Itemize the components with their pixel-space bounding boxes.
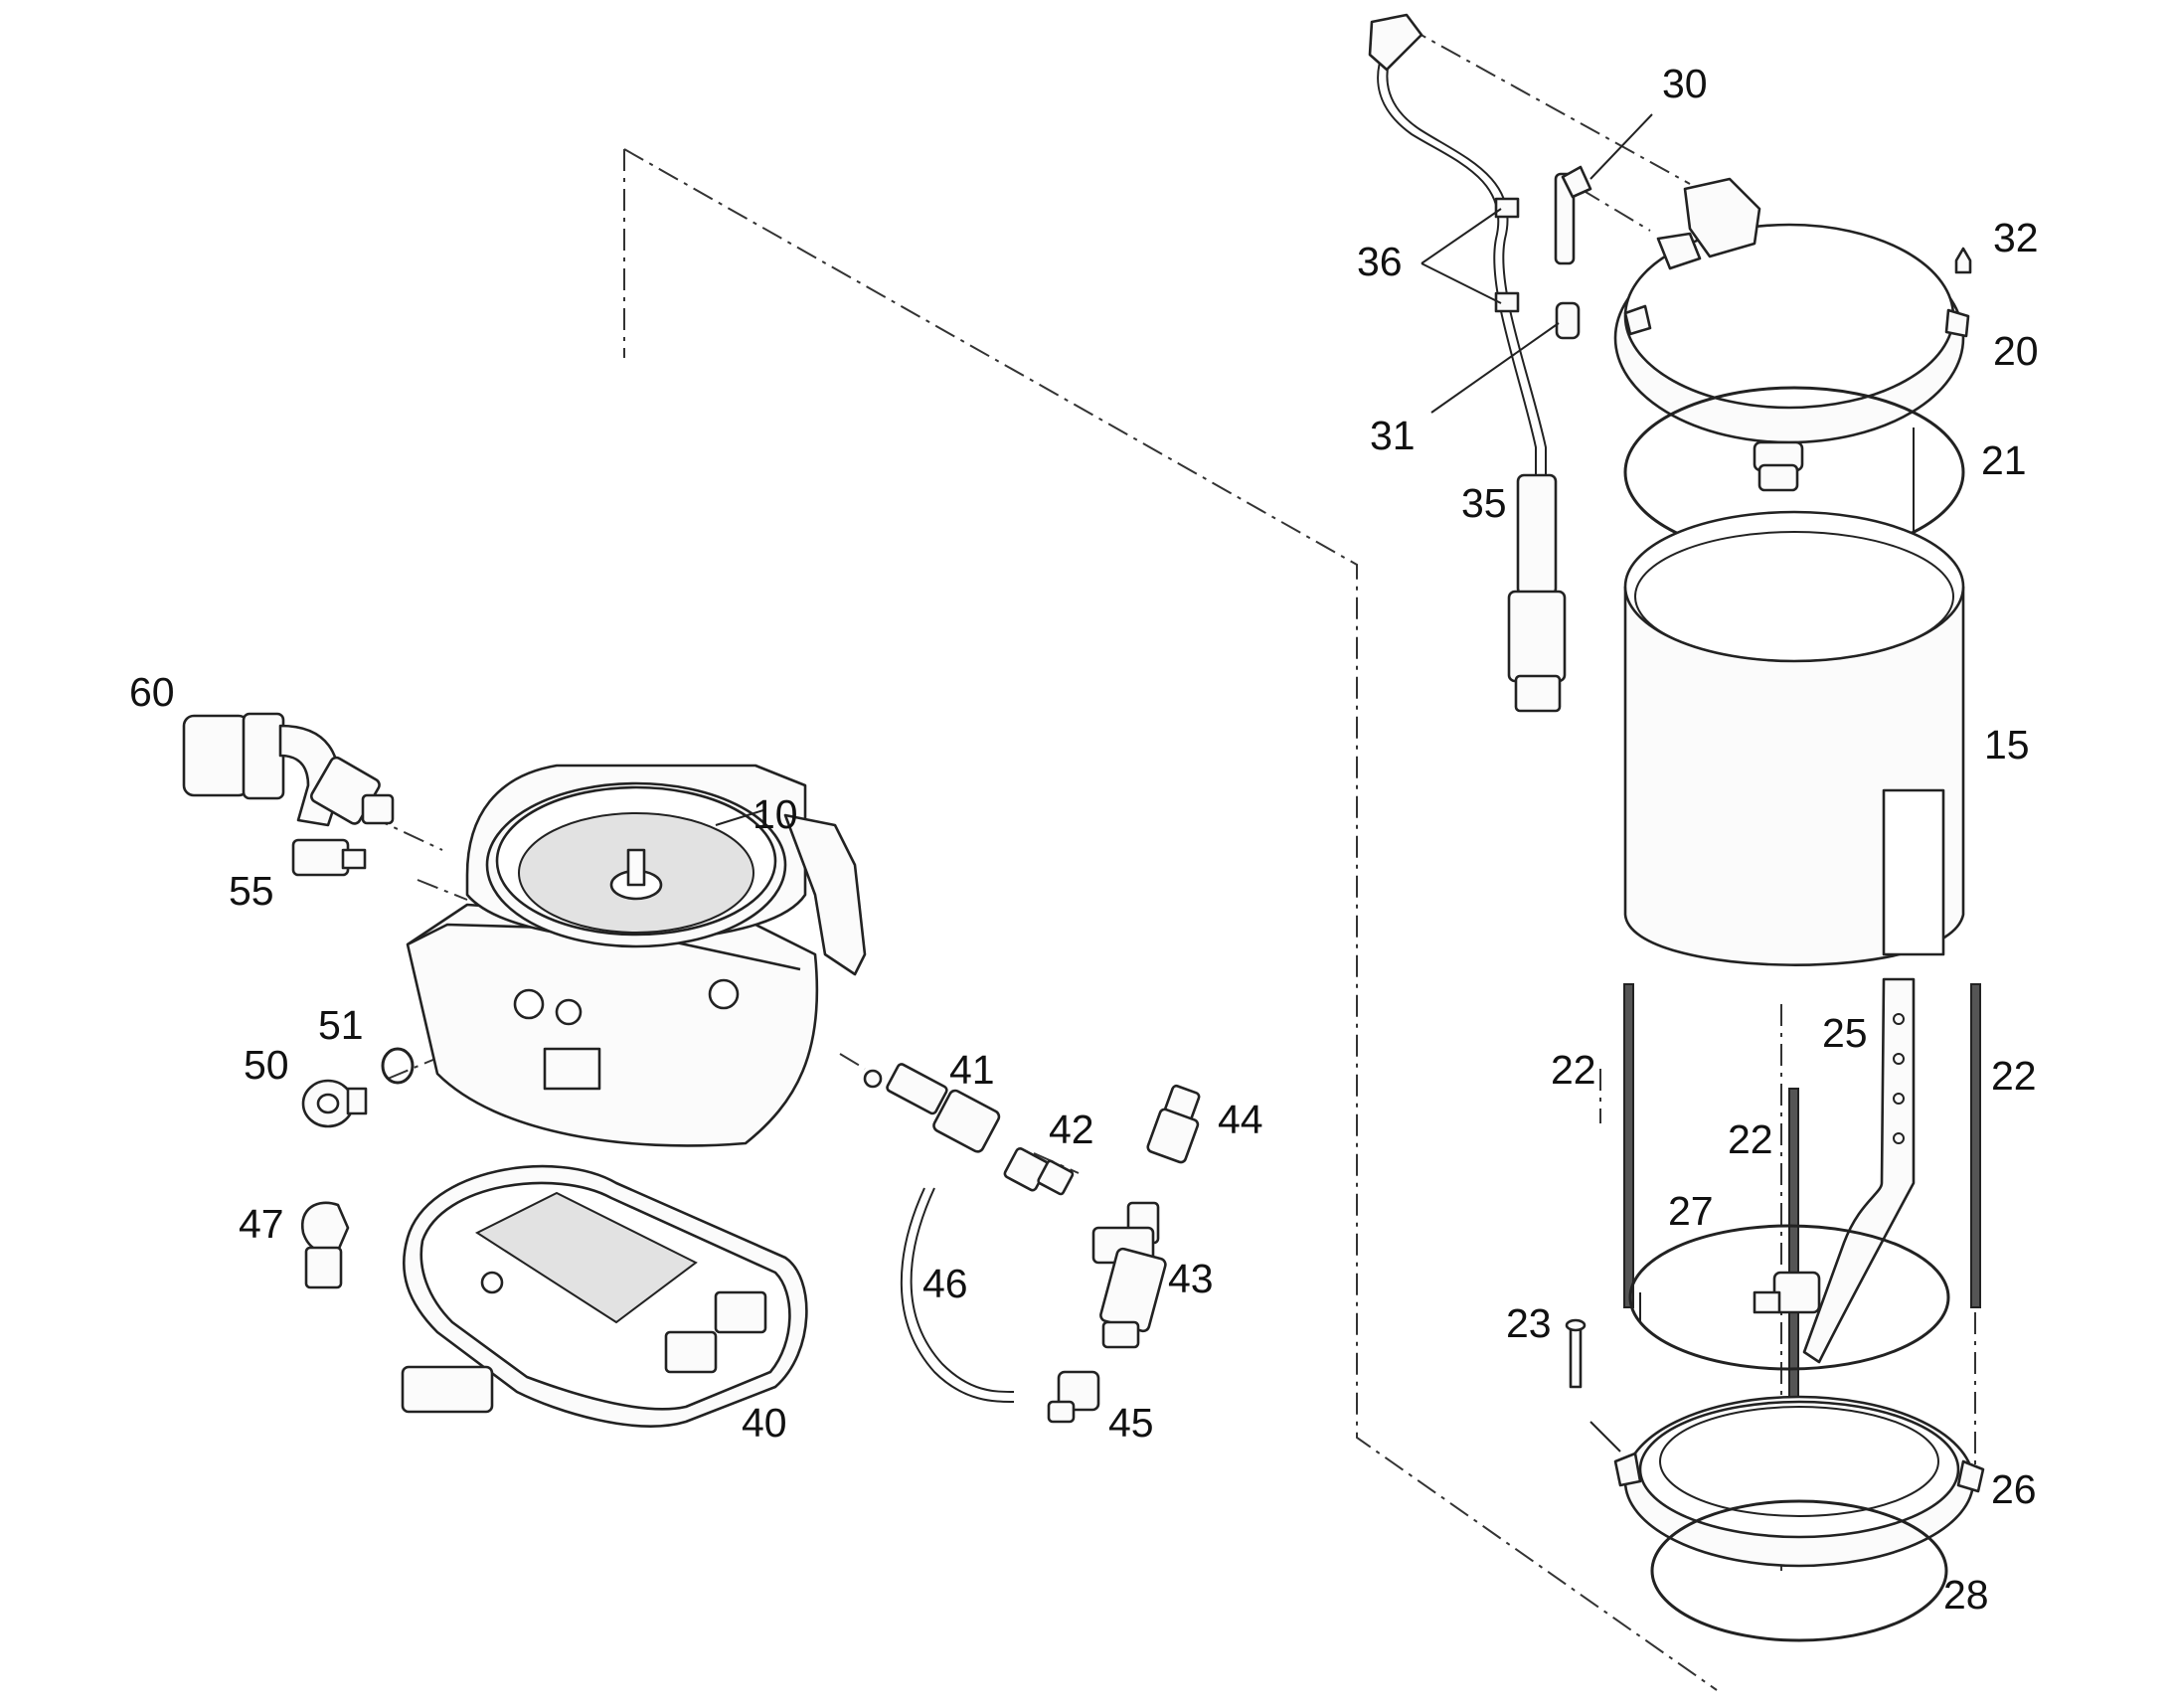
- label-28: 28: [1943, 1572, 1989, 1618]
- fitting-45: [1047, 1370, 1100, 1424]
- label-15: 15: [1984, 722, 2030, 768]
- label-41: 41: [949, 1047, 995, 1093]
- ring-27: [1628, 1224, 1950, 1371]
- label-22-left: 22: [1551, 1047, 1596, 1093]
- sensor-cable-35: [1368, 13, 1567, 713]
- o-ring-28: [1650, 1499, 1948, 1642]
- tank-lid-20: [1613, 177, 1972, 492]
- screw-23: [1565, 1318, 1587, 1389]
- label-35: 35: [1461, 480, 1507, 526]
- label-26: 26: [1991, 1466, 2037, 1512]
- label-22-center: 22: [1728, 1116, 1773, 1162]
- label-43: 43: [1168, 1256, 1214, 1301]
- label-20: 20: [1993, 328, 2039, 374]
- label-21: 21: [1981, 437, 2027, 483]
- ring-51: [381, 1047, 415, 1085]
- sensor-41: [863, 1063, 1001, 1153]
- elbow-fitting-60: [182, 712, 395, 827]
- label-44: 44: [1218, 1097, 1263, 1142]
- hose-46: [900, 1187, 1015, 1403]
- base-ring-26: [1613, 1395, 1985, 1568]
- label-46: 46: [922, 1261, 968, 1306]
- fitting-42: [1003, 1147, 1075, 1196]
- label-45: 45: [1108, 1400, 1154, 1446]
- label-55: 55: [229, 868, 274, 914]
- plug-50: [301, 1079, 368, 1128]
- label-31: 31: [1370, 413, 1416, 458]
- bracket-25: [1753, 977, 1916, 1364]
- label-60: 60: [129, 669, 175, 715]
- label-36: 36: [1357, 239, 1403, 284]
- label-10: 10: [752, 791, 798, 837]
- tee-fitting-43: [1091, 1201, 1167, 1349]
- leader-lines: [715, 113, 1653, 1452]
- pin-30-sleeve-31: [1554, 165, 1592, 340]
- label-27: 27: [1668, 1188, 1714, 1234]
- label-47: 47: [239, 1201, 284, 1247]
- tank-15: [1623, 510, 1965, 966]
- fitting-44: [1146, 1084, 1201, 1164]
- part-labels: 60 55 10 51 50 47 40 41 42 44 43 46 45 3…: [129, 61, 2039, 1618]
- label-50: 50: [244, 1042, 289, 1088]
- pump-body-10: [406, 764, 867, 1147]
- label-23: 23: [1506, 1300, 1552, 1346]
- fitting-55: [291, 838, 367, 877]
- label-32: 32: [1993, 215, 2039, 260]
- label-40: 40: [742, 1400, 787, 1446]
- label-25: 25: [1822, 1010, 1868, 1056]
- label-42: 42: [1049, 1107, 1094, 1152]
- label-30: 30: [1662, 61, 1708, 106]
- cover-40: [401, 1164, 808, 1428]
- fitting-47: [300, 1201, 350, 1289]
- label-51: 51: [318, 1002, 364, 1048]
- label-22-right: 22: [1991, 1053, 2037, 1099]
